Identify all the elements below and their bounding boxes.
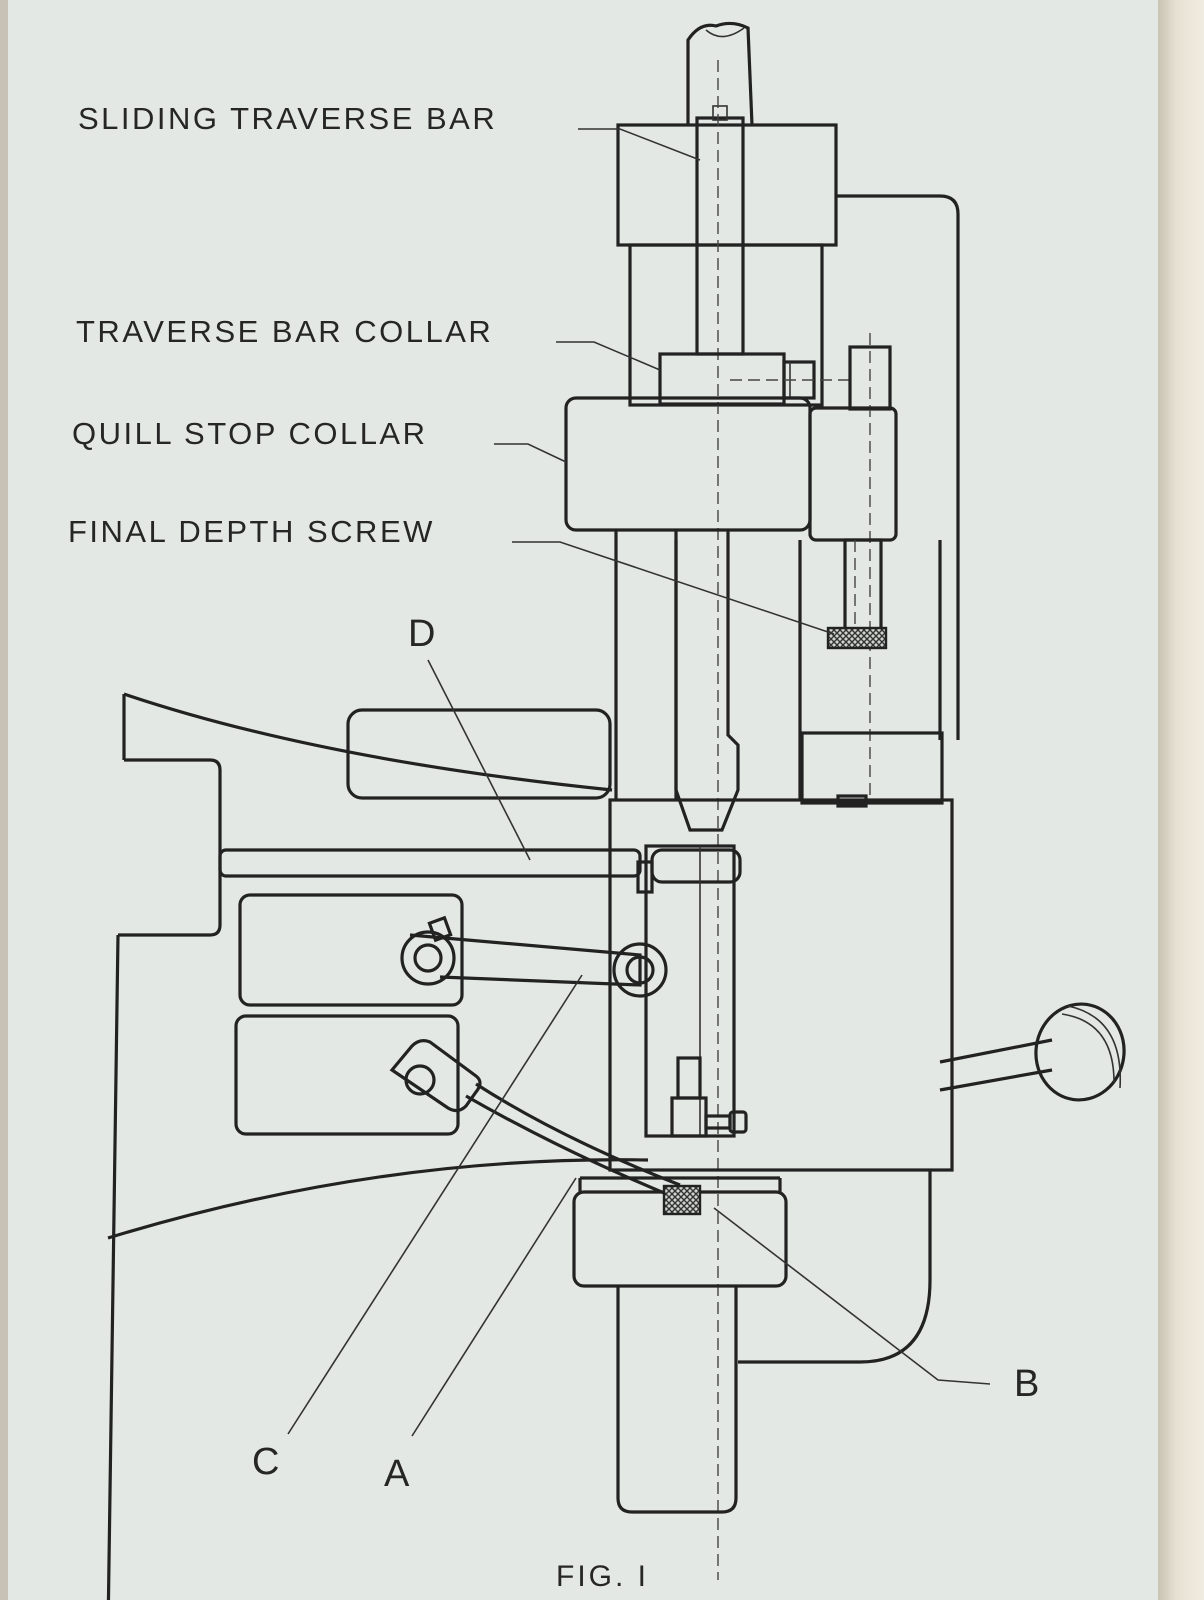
- quill-body: [614, 530, 944, 832]
- operating-handle: [939, 1002, 1126, 1102]
- label-letter-b: B: [1014, 1363, 1039, 1405]
- slide-bracket: [644, 844, 748, 1138]
- label-sliding-traverse-bar: SLIDING TRAVERSE BAR: [78, 101, 497, 136]
- label-quill-stop-collar: QUILL STOP COLLAR: [72, 416, 428, 451]
- paper-page: [8, 0, 1158, 1600]
- final-depth-screw-rod: [848, 333, 892, 800]
- main-bed: [106, 692, 954, 1600]
- lower-spindle: [572, 1176, 788, 1514]
- stop-screw-b-knurl: [662, 1184, 702, 1216]
- leader-lines: [287, 128, 991, 1437]
- quill-stop-collar: [564, 396, 898, 542]
- label-final-depth-screw: FINAL DEPTH SCREW: [68, 514, 435, 549]
- figure-caption: FIG. I: [556, 1560, 649, 1593]
- book-spine-edge: [1158, 0, 1204, 1600]
- rod-d: [218, 848, 742, 894]
- page-left-edge: [0, 0, 10, 1600]
- label-letter-d: D: [408, 613, 435, 655]
- label-letter-c: C: [252, 1441, 279, 1483]
- lever-arm-c: [400, 915, 668, 998]
- label-traverse-bar-collar: TRAVERSE BAR COLLAR: [76, 314, 493, 349]
- traverse-bar-top: [686, 21, 754, 126]
- head-upper-block: [616, 123, 960, 740]
- final-depth-screw-knurl: [826, 626, 888, 650]
- lever-arm-a: [389, 1039, 681, 1200]
- bed-panels: [234, 893, 464, 1136]
- label-letter-a: A: [384, 1453, 410, 1495]
